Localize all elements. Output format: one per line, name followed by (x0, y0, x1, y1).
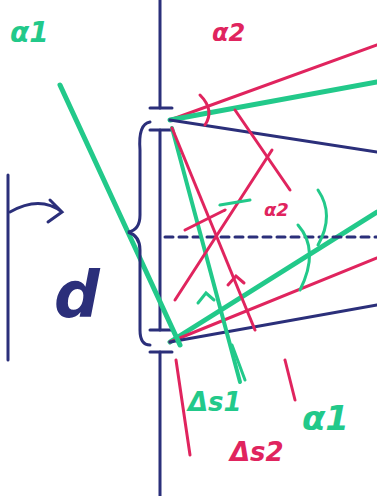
label: Δs1 (186, 388, 244, 416)
arrow-mark (10, 200, 62, 222)
slit-edge (150, 329, 172, 332)
path-diff-line (172, 128, 255, 330)
label: α2 (262, 200, 291, 220)
right-angle (198, 293, 214, 303)
label: d (52, 262, 102, 328)
ray (170, 258, 377, 342)
label: α1 (8, 18, 51, 48)
ray (170, 120, 377, 152)
path-diff-line (172, 128, 240, 382)
perpendicular (175, 150, 272, 300)
ray (170, 45, 377, 120)
slit-edge (150, 129, 172, 132)
barrier (159, 352, 162, 496)
tick (220, 200, 250, 205)
ray (170, 82, 377, 120)
barrier (159, 0, 162, 108)
edge-line (7, 175, 10, 360)
label: Δs2 (228, 438, 286, 466)
label: α1 (300, 400, 351, 436)
angle-line (235, 110, 290, 190)
axis (165, 236, 377, 239)
angle-arc (200, 95, 209, 125)
bracket (128, 122, 150, 345)
tick (185, 210, 225, 230)
label: α2 (210, 20, 247, 46)
angle-arc (318, 190, 327, 245)
slit-edge (150, 351, 172, 354)
leader (285, 360, 295, 400)
leader (232, 345, 245, 380)
right-angle (228, 276, 244, 285)
slit-edge (150, 107, 172, 110)
ray (170, 305, 377, 342)
angle-arc (298, 225, 310, 290)
